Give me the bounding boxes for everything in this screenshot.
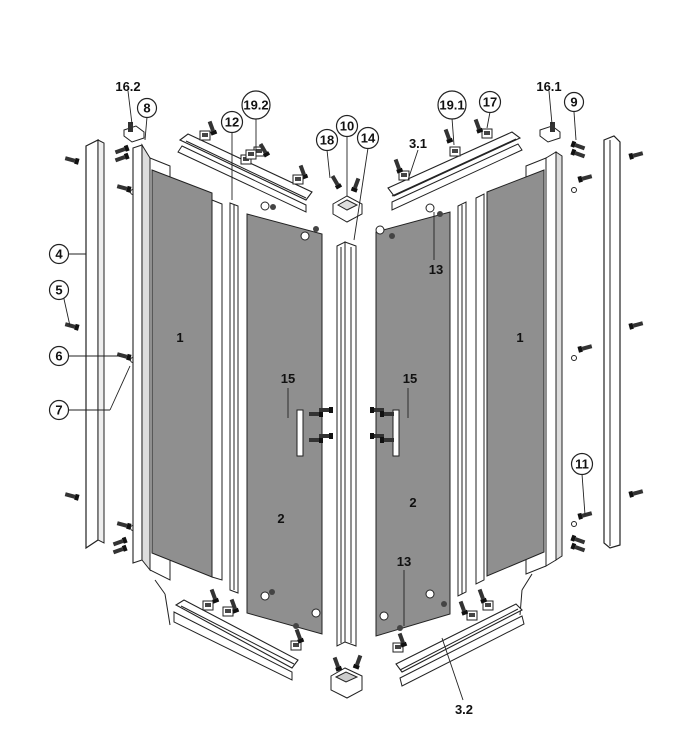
label-13-bottom: 13 xyxy=(397,554,411,569)
bottom-rail-left xyxy=(173,588,305,681)
callout-label: 5 xyxy=(55,283,62,298)
callout-label: 6 xyxy=(55,349,62,364)
label-15-left: 15 xyxy=(281,371,295,386)
callout-4: 4 xyxy=(48,243,70,265)
callout-label: 12 xyxy=(225,115,239,130)
label-16-2: 16.2 xyxy=(115,79,140,94)
rollers-right xyxy=(375,203,447,631)
handle-right xyxy=(370,407,400,457)
handle-left xyxy=(296,407,333,457)
bottom-rail-right xyxy=(392,588,525,687)
callout-19-2: 19.2 xyxy=(241,90,271,120)
callout-label: 19.2 xyxy=(243,98,268,113)
leader-lines xyxy=(61,90,586,701)
label-2-left: 2 xyxy=(277,511,284,526)
callout-label: 11 xyxy=(575,457,589,472)
callout-6: 6 xyxy=(48,345,70,367)
callout-14: 14 xyxy=(356,126,380,150)
callout-label: 18 xyxy=(320,133,334,148)
callout-12: 12 xyxy=(220,110,244,134)
wall-profile-right xyxy=(603,135,621,549)
label-1-right: 1 xyxy=(516,330,523,345)
label-15-right: 15 xyxy=(403,371,417,386)
wall-bracket-left xyxy=(123,122,145,143)
callout-19-1: 19.1 xyxy=(437,90,467,120)
callout-label: 7 xyxy=(55,403,62,418)
callout-17: 17 xyxy=(478,90,502,114)
callout-label: 17 xyxy=(483,95,497,110)
label-3-1: 3.1 xyxy=(409,136,427,151)
label-16-1: 16.1 xyxy=(536,79,561,94)
callout-label: 8 xyxy=(143,101,150,116)
slide-profile-left xyxy=(211,199,239,594)
wall-bracket-right xyxy=(539,122,561,143)
corner-profile-center xyxy=(336,241,357,647)
label-3-2: 3.2 xyxy=(455,702,473,717)
corner-connector-bottom xyxy=(330,654,364,699)
label-1-left: 1 xyxy=(176,330,183,345)
callout-11: 11 xyxy=(570,452,594,476)
fixed-glass-panel-left xyxy=(151,169,213,578)
sliding-door-left xyxy=(246,213,323,635)
top-rail-right xyxy=(387,118,523,211)
rollers-left xyxy=(260,201,321,629)
slide-profile-right xyxy=(457,193,485,597)
callout-label: 14 xyxy=(361,131,376,146)
callout-7: 7 xyxy=(48,399,70,421)
callout-label: 10 xyxy=(340,119,354,134)
corner-connector-top xyxy=(329,174,363,223)
callout-18: 18 xyxy=(315,128,339,152)
callout-5: 5 xyxy=(48,279,70,301)
callout-8: 8 xyxy=(136,97,158,119)
wall-profile-left xyxy=(85,139,105,550)
callout-label: 4 xyxy=(55,247,63,262)
fixed-glass-panel-right xyxy=(486,169,545,577)
callout-9: 9 xyxy=(563,91,585,113)
sliding-door-right xyxy=(375,211,451,637)
callout-10: 10 xyxy=(335,114,359,138)
top-rail-left xyxy=(177,120,313,213)
label-13-top: 13 xyxy=(429,262,443,277)
callout-label: 9 xyxy=(570,95,577,110)
label-2-right: 2 xyxy=(409,495,416,510)
wall-screws-right xyxy=(570,140,644,554)
callout-label: 19.1 xyxy=(439,98,464,113)
